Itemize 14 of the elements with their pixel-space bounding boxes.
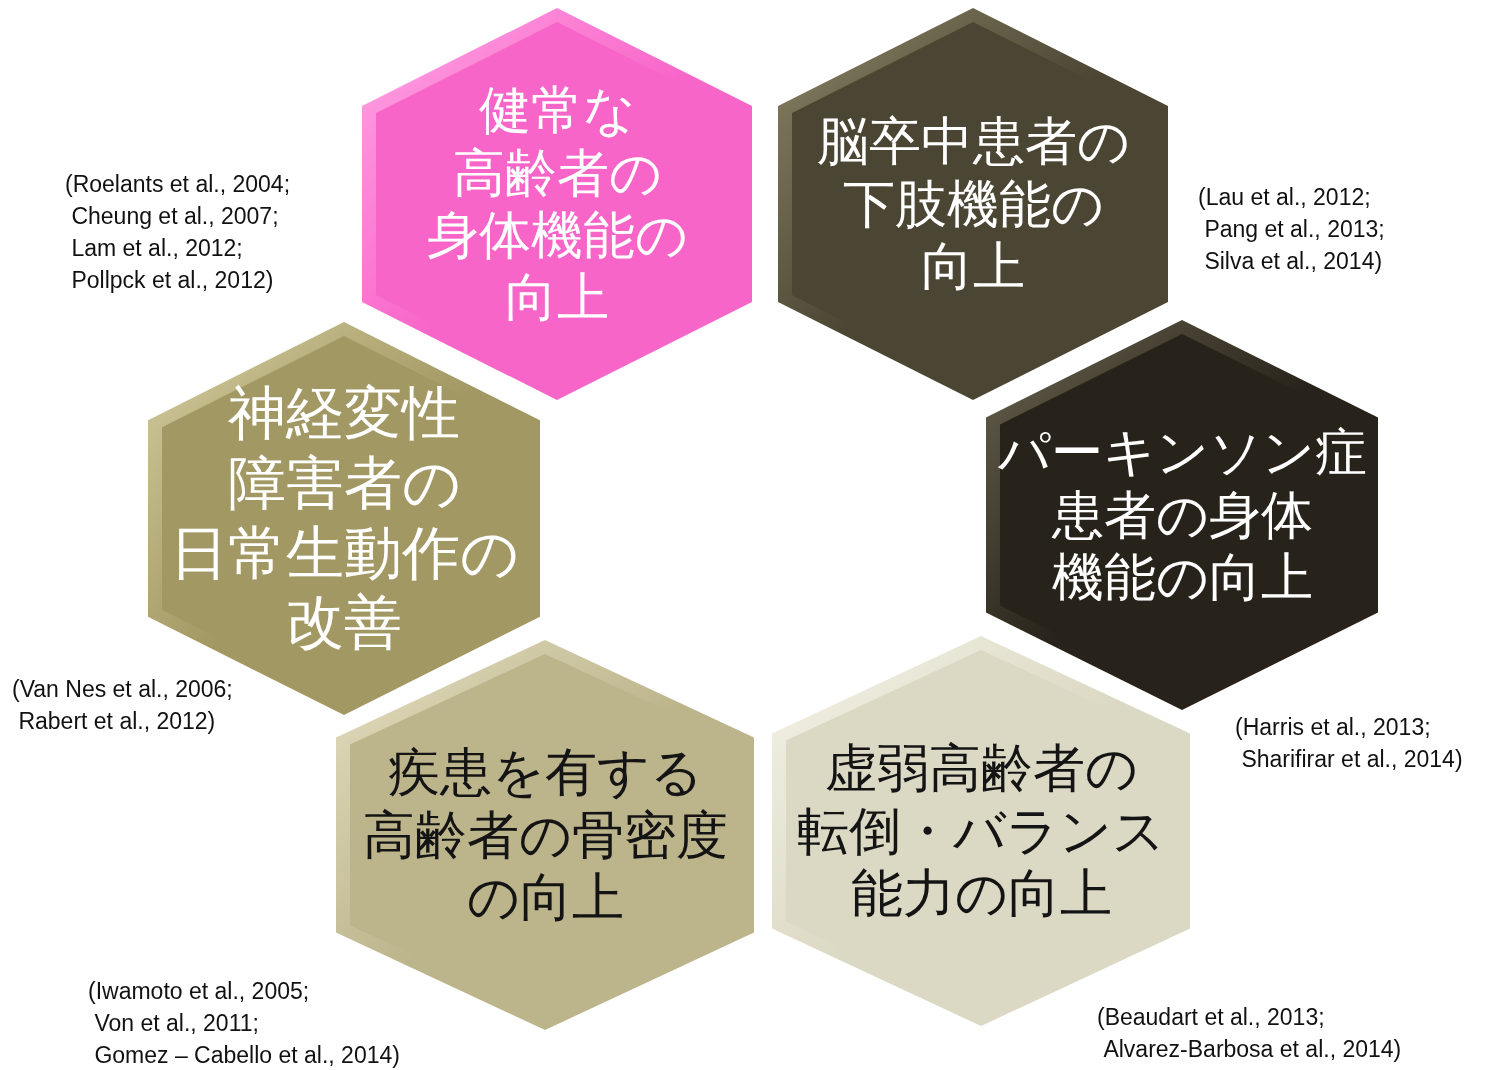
citation-text: (Lau et al., 2012; Pang et al., 2013; Silva et al., 2014) [1198, 183, 1385, 276]
hexagon-label: パーキンソン症患者の身体機能の向上 [997, 421, 1367, 609]
hexagon-label: 脳卒中患者の下肢機能の向上 [816, 110, 1130, 298]
hexagon-label: 神経変性障害者の日常生動作の改善 [169, 379, 519, 658]
hexagon-node [986, 320, 1378, 710]
citation-text: (Roelants et al., 2004; Cheung et al., 2007; Lam et al., 2012; Pollpck et al., 2012) [65, 170, 291, 295]
hexagon-node [778, 8, 1168, 400]
citation-text: (Iwamoto et al., 2005; Von et al., 2011; Gomez – Cabello et al., 2014) [88, 977, 400, 1070]
citation-text: (Beaudart et al., 2013; Alvarez-Barbosa et al., 2014) [1097, 1003, 1402, 1064]
hexagon-label: 疾患を有する高齢者の骨密度の向上 [362, 741, 728, 929]
citation-text: (Harris et al., 2013; Sharifirar et al., 2014) [1235, 713, 1463, 774]
hexagon-label: 虚弱高齢者の転倒・バランス能力の向上 [797, 737, 1165, 925]
citation-text: (Van Nes et al., 2006; Rabert et al., 2012) [12, 675, 233, 736]
hexagon-label: 健常な高齢者の身体機能の向上 [426, 79, 688, 329]
